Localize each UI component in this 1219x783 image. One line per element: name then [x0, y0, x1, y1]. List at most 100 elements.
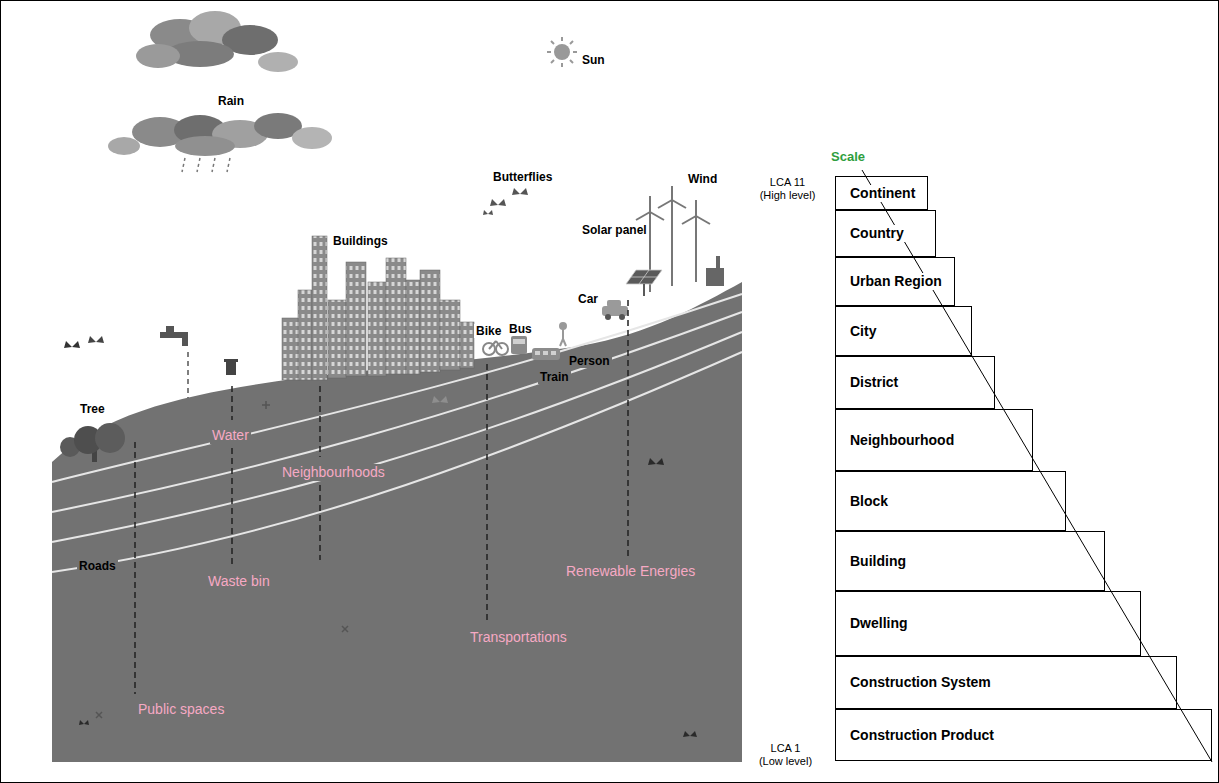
label-anchor: Person [567, 351, 612, 369]
cloud-group [108, 137, 140, 155]
butterflies [432, 396, 448, 403]
train-icon [532, 348, 560, 360]
scale-level-text: Block [848, 493, 890, 510]
scale-level-text: Continent [848, 185, 917, 202]
scale-box: Building [835, 531, 1105, 591]
person-icon [560, 323, 566, 346]
rain-drops [197, 158, 200, 172]
butterflies [648, 458, 664, 465]
category-label: Transportations [468, 629, 569, 646]
scale-heading: Scale [829, 149, 867, 165]
illustration-label: Rain [216, 94, 246, 108]
wind-turbines [695, 200, 697, 216]
rain-drops [212, 158, 215, 172]
scale-level-text: City [848, 323, 878, 340]
butterflies [512, 188, 528, 195]
label-anchor: Tree [78, 399, 107, 417]
label-anchor: Rain [216, 91, 246, 109]
rain-drops [182, 158, 230, 172]
illustration-label: Bike [474, 324, 503, 338]
label-anchor: Transportations [468, 628, 569, 646]
solar-panel-icon [626, 270, 662, 296]
level-note: LCA 1 (Low level) [756, 742, 815, 768]
dashed-divider [231, 448, 233, 566]
label-anchor: Roads [77, 556, 118, 574]
faucet-icon [160, 332, 182, 338]
butterflies [79, 720, 89, 725]
car-icon [605, 314, 611, 320]
train-icon [551, 351, 556, 355]
faucet-icon [160, 326, 188, 346]
person-icon [560, 323, 566, 329]
solar-panel-icon [626, 270, 662, 284]
dashed-divider [486, 364, 488, 620]
sun-icon [573, 51, 577, 53]
tree-icon [95, 423, 125, 453]
sun-icon [561, 63, 563, 67]
scale-level-text: District [848, 374, 900, 391]
buildings [346, 262, 366, 376]
small-marks [96, 712, 102, 718]
small-marks [96, 401, 348, 718]
cloud-group [292, 127, 332, 149]
illustration-label: Roads [77, 559, 118, 573]
butterflies [64, 188, 697, 737]
wind-turbines [671, 186, 673, 200]
buildings [440, 300, 460, 370]
dashed-divider [319, 485, 321, 560]
level-note: LCA 11 (High level) [757, 176, 818, 202]
label-anchor: Neighbourhoods [280, 463, 387, 481]
label-anchor: Waste bin [206, 572, 272, 590]
scale-box: Construction System [835, 656, 1177, 709]
label-anchor: Bike [474, 321, 503, 339]
dashed-divider [319, 386, 321, 457]
sun-icon [551, 41, 554, 44]
person-icon [563, 339, 566, 346]
buildings [282, 318, 300, 380]
scale-box: City [835, 306, 972, 356]
sun-icon [561, 37, 563, 41]
buildings [312, 236, 327, 380]
car-icon [607, 300, 621, 307]
illustration-label: Butterflies [491, 170, 554, 184]
category-label: Public spaces [136, 701, 226, 718]
scale-box: Country [835, 210, 936, 257]
dashed-divider [231, 386, 233, 420]
train-icon [543, 351, 548, 355]
illustration-label: Train [538, 370, 571, 384]
label-anchor: Car [576, 289, 600, 307]
bus-icon [511, 336, 527, 354]
dashed-divider [627, 300, 629, 556]
waste-bin-icon [226, 362, 236, 375]
sun-icon [547, 37, 577, 67]
small-marks [342, 626, 348, 632]
car-icon [602, 300, 628, 320]
illustration-label: Tree [78, 402, 107, 416]
buildings [298, 290, 312, 380]
sun-icon [547, 51, 551, 53]
label-anchor: Scale [829, 147, 867, 165]
train-icon [532, 348, 560, 360]
wind-turbines [658, 200, 672, 208]
scale-level-text: Neighbourhood [848, 432, 956, 449]
category-label: Waste bin [206, 573, 272, 590]
scale-box: Dwelling [835, 591, 1141, 656]
waste-bin-icon [224, 359, 238, 375]
label-anchor: Sun [580, 50, 607, 68]
scale-box: Urban Region [835, 257, 955, 306]
dashed-divider [135, 300, 628, 694]
butterflies [483, 210, 493, 215]
label-anchor: Renewable Energies [564, 562, 697, 580]
buildings [368, 282, 386, 376]
wind-turbines [650, 212, 664, 220]
butterflies [88, 336, 104, 343]
scale-level-text: Urban Region [848, 273, 944, 290]
cloud-group [175, 136, 235, 156]
person-icon [562, 329, 564, 339]
wind-turbines [671, 200, 673, 286]
label-anchor: Buildings [331, 231, 390, 249]
buildings [386, 258, 406, 374]
category-label: Renewable Energies [564, 563, 697, 580]
illustration-label: Wind [686, 172, 719, 186]
